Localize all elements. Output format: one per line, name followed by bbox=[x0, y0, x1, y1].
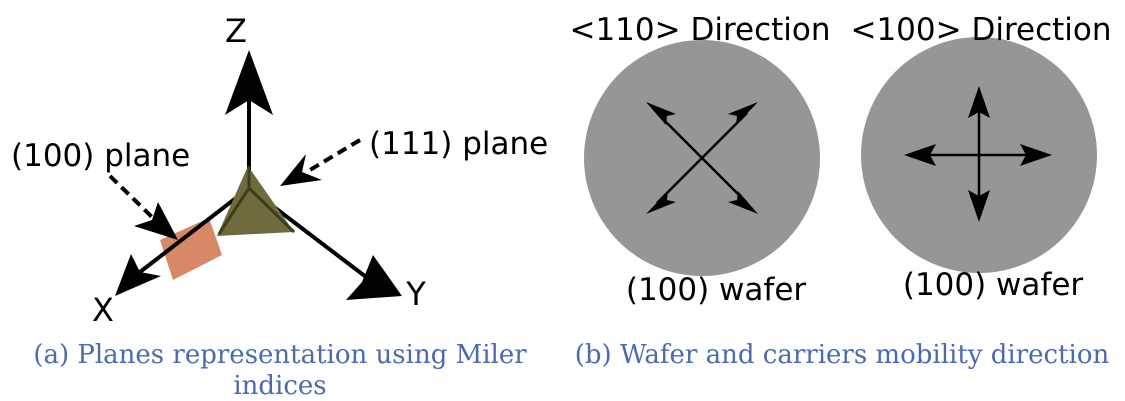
direction-100-arrowheads bbox=[904, 86, 1052, 222]
y-axis-arrowhead bbox=[346, 255, 402, 300]
x-axis-label: X bbox=[92, 291, 114, 329]
wafer-110-label: (100) wafer bbox=[626, 272, 807, 308]
direction-100-arrows bbox=[918, 100, 1040, 208]
x-axis-arrowhead bbox=[115, 254, 161, 296]
direction-100-label: <100> Direction bbox=[850, 12, 1111, 48]
panel-b-wafer-directions: <110> Direction <100> Direction (100) wa… bbox=[569, 12, 1111, 370]
wafer-100-label: (100) wafer bbox=[903, 267, 1084, 303]
y-axis-label: Y bbox=[405, 275, 426, 313]
plane-111-label: (111) plane bbox=[369, 126, 548, 162]
panel-a-miller-planes: Z X Y (111) plane (100) plane (a) Planes… bbox=[11, 12, 548, 401]
plane-111-shape bbox=[217, 166, 296, 236]
x-axis bbox=[115, 186, 251, 296]
plane-100-pointer-arrow bbox=[108, 174, 178, 240]
plane-100-shape bbox=[160, 218, 222, 280]
direction-110-arrowheads bbox=[646, 102, 758, 214]
plane-111-pointer-arrow bbox=[280, 138, 362, 186]
wafer-100 bbox=[861, 37, 1097, 273]
direction-110-arrows bbox=[656, 112, 748, 204]
wafer-110 bbox=[584, 40, 820, 276]
caption-b: (b) Wafer and carriers mobility directio… bbox=[575, 340, 1110, 370]
caption-a-line2: indices bbox=[233, 371, 326, 401]
plane-100-label: (100) plane bbox=[11, 138, 190, 174]
z-axis-arrowhead bbox=[225, 50, 273, 115]
direction-110-label: <110> Direction bbox=[569, 12, 830, 48]
z-axis-label: Z bbox=[225, 12, 247, 50]
caption-a-line1: (a) Planes representation using Miler bbox=[33, 340, 527, 370]
